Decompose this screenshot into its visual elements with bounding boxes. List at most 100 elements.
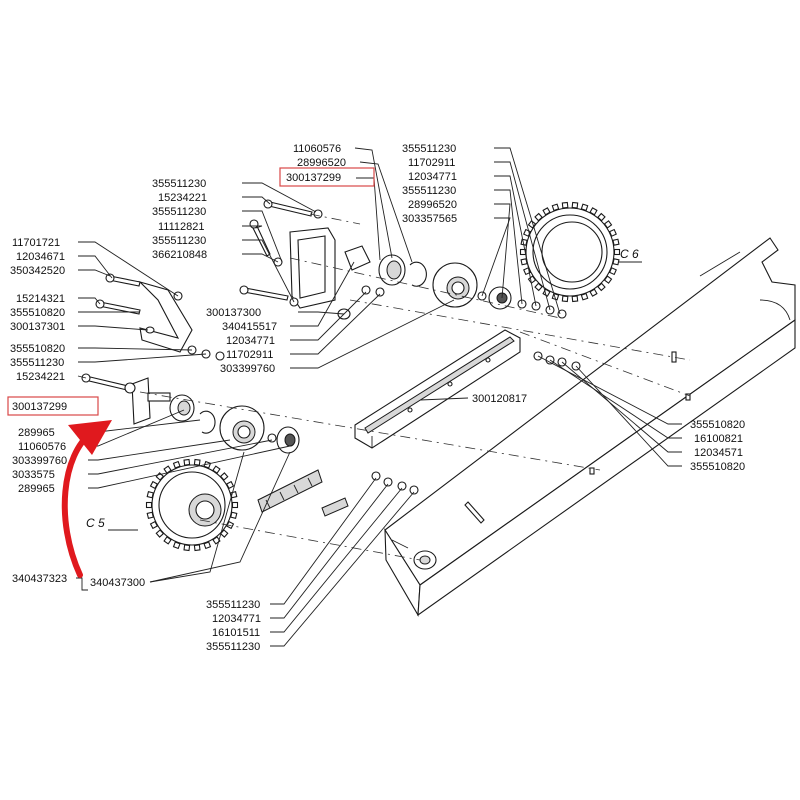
part-label: 12034771 bbox=[226, 335, 275, 347]
part-label: 11702911 bbox=[408, 157, 455, 169]
sprocket-tooth bbox=[146, 511, 154, 519]
sprocket-tooth bbox=[149, 520, 159, 530]
leader-lines bbox=[76, 147, 682, 647]
small-sprocket-lower bbox=[219, 405, 265, 451]
sprocket-tooth bbox=[172, 460, 181, 469]
sprocket-c6 bbox=[519, 201, 621, 303]
part-label: 355511230 bbox=[402, 143, 456, 155]
bracket-left bbox=[138, 280, 193, 353]
sprocket-tooth bbox=[608, 267, 617, 276]
red-arrow-head bbox=[68, 420, 112, 455]
part-label: 300120817 bbox=[472, 393, 527, 405]
sprocket-tooth bbox=[561, 295, 569, 303]
part-label: 366210848 bbox=[152, 249, 207, 261]
sprocket-tooth bbox=[534, 282, 543, 292]
shaft-left bbox=[131, 377, 171, 425]
part-label: 340437323 bbox=[12, 573, 67, 585]
sprocket-tooth bbox=[193, 458, 201, 466]
part-label: 355511230 bbox=[152, 235, 206, 247]
section-label-c6: C 6 bbox=[620, 247, 639, 261]
sprocket-tooth bbox=[231, 501, 239, 509]
sprocket-tooth bbox=[613, 248, 621, 256]
part-label: 16101511 bbox=[212, 627, 260, 639]
part-label: 11060576 bbox=[293, 143, 341, 155]
sprocket-tooth bbox=[225, 480, 235, 490]
sprocket-tooth bbox=[193, 544, 201, 552]
highlight-box-left bbox=[7, 396, 99, 416]
sprocket-tooth bbox=[203, 460, 212, 469]
part-label: 350342520 bbox=[10, 265, 65, 277]
sprocket-tooth bbox=[589, 288, 598, 297]
sprocket-tooth bbox=[225, 520, 235, 530]
sprocket-tooth bbox=[542, 207, 551, 216]
sprocket-tooth bbox=[163, 536, 172, 545]
part-label: 11112821 bbox=[158, 221, 205, 233]
part-label: 12034671 bbox=[16, 251, 65, 263]
sprocket-tooth bbox=[203, 541, 212, 550]
sprocket-tooth bbox=[183, 544, 191, 552]
section-label-c5: C 5 bbox=[86, 516, 105, 530]
sprocket-tooth bbox=[219, 472, 229, 481]
part-label: 300137300 bbox=[206, 307, 261, 319]
sprocket-tooth bbox=[580, 203, 589, 212]
sprocket-tooth bbox=[149, 480, 159, 490]
sprocket-tooth bbox=[597, 282, 606, 292]
sprocket-tooth bbox=[603, 220, 613, 229]
small-sprocket-upper bbox=[432, 262, 478, 308]
sprocket-tooth bbox=[561, 201, 569, 209]
sprocket-tooth bbox=[230, 511, 238, 519]
sprocket-tooth bbox=[571, 295, 579, 303]
guide-rail bbox=[354, 329, 521, 449]
part-label: 355510820 bbox=[10, 307, 65, 319]
part-label: 355511230 bbox=[10, 357, 64, 369]
bearing-upper bbox=[378, 254, 512, 310]
part-label: 340437300 bbox=[90, 577, 145, 589]
sprocket-tooth bbox=[155, 529, 165, 538]
sprocket-tooth bbox=[146, 491, 154, 499]
part-label: 28996520 bbox=[408, 199, 457, 211]
part-label: 300137299 bbox=[12, 401, 67, 413]
sprocket-tooth bbox=[608, 228, 617, 237]
part-label: 15234221 bbox=[158, 192, 207, 204]
sprocket-tooth bbox=[603, 275, 613, 284]
sprocket-tooth bbox=[580, 292, 589, 301]
part-label: 289965 bbox=[18, 427, 55, 439]
part-label: 355510820 bbox=[690, 419, 745, 431]
sprocket-tooth bbox=[520, 258, 528, 266]
part-label: 12034771 bbox=[212, 613, 261, 625]
part-label: 16100821 bbox=[694, 433, 743, 445]
sprocket-tooth bbox=[145, 501, 153, 509]
part-label: 355511230 bbox=[152, 178, 206, 190]
part-label: 11702911 bbox=[226, 349, 273, 361]
sprocket-tooth bbox=[172, 541, 181, 550]
part-label: 12034771 bbox=[408, 171, 457, 183]
highlight-box-top bbox=[279, 167, 375, 187]
part-label: 355510820 bbox=[690, 461, 745, 473]
red-arrow bbox=[61, 420, 112, 578]
chain-segment bbox=[257, 469, 349, 517]
part-label: 28996520 bbox=[297, 157, 346, 169]
part-label: 11060576 bbox=[18, 441, 66, 453]
part-label: 12034571 bbox=[694, 447, 743, 459]
sprocket-tooth bbox=[597, 212, 606, 222]
part-label: 289965 bbox=[18, 483, 55, 495]
part-label: 15214321 bbox=[16, 293, 65, 305]
part-label: 340415517 bbox=[222, 321, 277, 333]
sprocket-tooth bbox=[589, 207, 598, 216]
part-label: 300137299 bbox=[286, 172, 341, 184]
part-label: 355511230 bbox=[402, 185, 456, 197]
part-label: 303399760 bbox=[12, 455, 67, 467]
sprocket-tooth bbox=[163, 465, 172, 474]
part-label: 15234221 bbox=[16, 371, 65, 383]
part-labels: 11060576 28996520 300137299 355511230 15… bbox=[10, 143, 745, 653]
sprocket-tooth bbox=[219, 529, 229, 538]
part-label: 3033575 bbox=[12, 469, 55, 481]
bolts bbox=[81, 199, 313, 391]
red-arrow-shaft bbox=[61, 429, 95, 578]
sprocket-tooth bbox=[212, 465, 221, 474]
sprocket-tooth bbox=[571, 201, 579, 209]
bearing-lower bbox=[169, 394, 300, 454]
part-label: 303399760 bbox=[220, 363, 275, 375]
part-label: 355511230 bbox=[152, 206, 206, 218]
